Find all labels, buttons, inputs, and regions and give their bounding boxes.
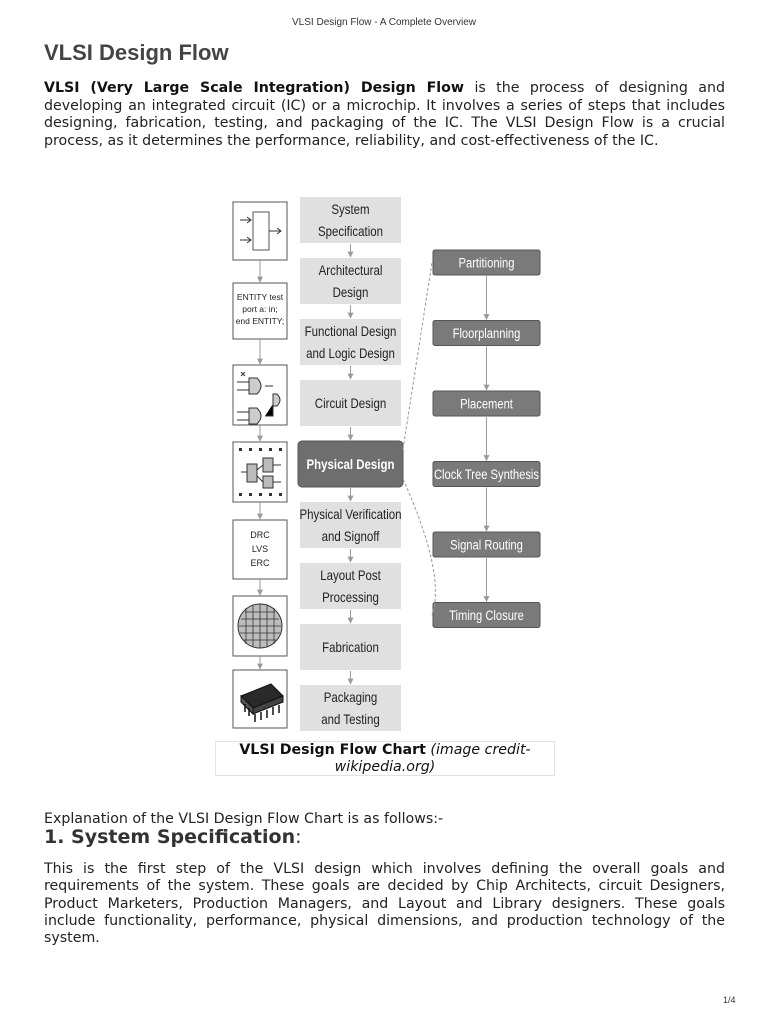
- flow-step-label: Physical Verification: [299, 506, 401, 522]
- dashed-connector-top: [402, 262, 433, 450]
- icon-wafer: [232, 595, 288, 657]
- physical-step-6: Timing Closure: [432, 602, 541, 628]
- physical-step-5: Signal Routing: [432, 531, 541, 558]
- icon-logic-gates: [232, 364, 288, 426]
- flow-step-label: and Signoff: [322, 528, 380, 544]
- flow-step-9: Packaging and Testing: [300, 685, 401, 731]
- flow-step-label: Processing: [322, 589, 379, 605]
- physical-step-label: Clock Tree Synthesis: [434, 467, 539, 482]
- flow-step-4: Circuit Design: [300, 380, 401, 426]
- flow-step-label: and Logic Design: [306, 345, 395, 361]
- physical-step-2: Floorplanning: [432, 320, 541, 346]
- section-heading-colon: :: [295, 826, 302, 848]
- physical-step-label: Floorplanning: [453, 326, 521, 341]
- flow-step-label: Layout Post: [320, 567, 381, 583]
- flow-step-3: Functional Design and Logic Design: [300, 319, 401, 365]
- physical-step-label: Signal Routing: [450, 537, 523, 552]
- dashed-connector-bottom: [402, 478, 436, 616]
- intro-text: is the process of designing and developi…: [44, 80, 725, 149]
- icon-circuit-layout: [232, 441, 288, 503]
- flow-step-label: Specification: [318, 223, 383, 239]
- icon-block-diagram: [232, 201, 288, 261]
- page-title: VLSI Design Flow: [44, 40, 229, 65]
- intro-bold-lead: VLSI (Very Large Scale Integration) Desi…: [44, 80, 465, 96]
- flow-step-label: Packaging: [324, 689, 378, 705]
- flow-step-label: Physical Design: [306, 456, 394, 472]
- intro-paragraph: VLSI (Very Large Scale Integration) Desi…: [44, 80, 725, 150]
- flow-step-6: Physical Verification and Signoff: [299, 502, 402, 548]
- flow-step-label: and Testing: [321, 711, 379, 727]
- caption-credit: (image credit-wikipedia.org): [334, 742, 531, 775]
- icon-chip-package: [232, 669, 288, 729]
- flow-step-8: Fabrication: [300, 624, 401, 670]
- flow-step-label: Circuit Design: [315, 395, 386, 411]
- section-heading-text: 1. System Specification: [44, 826, 296, 848]
- flow-step-label: System: [331, 201, 369, 217]
- flow-step-label: Design: [333, 284, 369, 300]
- physical-step-label: Timing Closure: [449, 608, 524, 623]
- physical-step-1: Partitioning: [432, 249, 541, 276]
- section-body-system-specification: This is the first step of the VLSI desig…: [44, 861, 725, 947]
- flow-step-label: Architectural: [319, 262, 383, 278]
- physical-step-3: Placement: [432, 390, 541, 417]
- physical-step-label: Partitioning: [459, 255, 515, 270]
- section-heading-system-specification: 1. System Specification:: [44, 826, 302, 848]
- flow-step-label: Functional Design: [305, 323, 397, 339]
- physical-step-4: Clock Tree Synthesis: [432, 461, 541, 487]
- caption-title: VLSI Design Flow Chart: [239, 742, 426, 758]
- flow-step-label: Fabrication: [322, 639, 379, 655]
- explanation-intro: Explanation of the VLSI Design Flow Char…: [44, 811, 444, 827]
- figure-caption: VLSI Design Flow Chart (image credit-wik…: [215, 741, 555, 776]
- physical-steps-group: PartitioningFloorplanningPlacementClock …: [402, 249, 541, 628]
- physical-step-label: Placement: [460, 396, 513, 411]
- page-header: VLSI Design Flow - A Complete Overview: [292, 17, 476, 28]
- main-steps-group: SystemSpecificationArchitecturalDesignFu…: [297, 197, 404, 731]
- flow-step-5: Physical Design: [297, 440, 404, 488]
- page-number: 1/4: [723, 995, 736, 1005]
